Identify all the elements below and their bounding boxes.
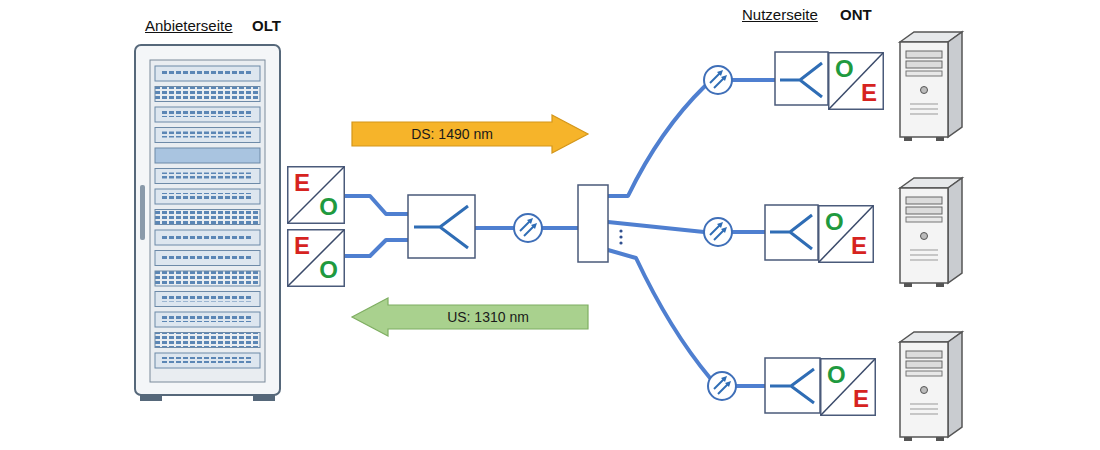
arrow-body [352,298,588,336]
amplifier-symbol [708,372,736,400]
converter-box: EO [287,166,345,224]
converter-diagonal [288,167,344,223]
converter-letter: O [319,195,338,219]
port-row [162,70,252,76]
fiber [542,226,578,230]
olt-rack [135,45,280,401]
converter-diagonal [819,206,873,262]
rack-housing [135,45,280,395]
device-name: OLT [252,17,281,34]
converter-diagonal [829,53,883,109]
converter-letter: O [827,363,846,387]
rack-panel [155,66,260,81]
ont-wdm [765,358,820,413]
rack-frame [150,60,265,382]
rack-panel [155,210,260,225]
arrow-label-area: US: 1310 nm [352,298,588,336]
rack-panel [155,271,260,286]
rack-foot [140,395,162,401]
port-row [162,234,252,240]
converter-box: OE [828,52,884,110]
rack-panel [155,251,260,266]
fiber [736,384,765,388]
converter-letter: O [319,258,338,282]
amplifier-symbol [704,66,732,94]
fiber [608,86,705,196]
converter-border [288,230,345,287]
rack-panel [155,87,260,102]
arrow-label-area: DS: 1490 nm [352,115,588,153]
converter-box: OE [818,205,874,263]
fiber [732,230,765,234]
fiber [345,240,408,256]
converter-diagonal [288,230,344,286]
computer-tower [900,32,962,141]
converter-letter: E [861,81,877,105]
rack-handle [140,185,145,240]
converter-letter: E [853,387,869,411]
signal-arrow: DS: 1490 nm [352,115,588,153]
computer-tower [900,332,962,441]
converter-border [819,206,874,263]
amplifier-symbol [704,218,732,246]
rack-panel [155,292,260,307]
rack-panel [155,148,260,163]
port-row [162,296,252,302]
splitter [578,185,623,262]
rack-foot [253,395,275,401]
device-name: ONT [840,6,872,23]
fiber [608,222,704,232]
port-row [162,173,252,179]
port-row [162,193,252,199]
port-row [162,132,252,138]
converter-border [821,359,876,416]
converter-box: OE [820,358,876,416]
fiber [732,78,775,82]
side-heading: Anbieterseite [145,17,233,34]
rack-panels [155,66,260,368]
rack-panel [155,230,260,245]
rack-panel [155,169,260,184]
ont-wdm [775,52,828,105]
converter-border [288,167,345,224]
fiber [475,226,514,230]
converter-letter: O [825,210,844,234]
converter-border [829,53,884,110]
fiber [345,196,408,214]
signal-arrow: US: 1310 nm [352,298,588,336]
port-row [162,111,252,117]
converter-letter: O [835,57,854,81]
side-heading: Nutzerseite [742,6,818,23]
rack-panel [155,312,260,327]
signal-label: DS: 1490 nm [411,126,493,142]
signal-label: US: 1310 nm [447,309,529,325]
rack-panel [155,189,260,204]
converter-diagonal [821,359,875,415]
fiber [608,250,710,378]
converter-box: EO [287,229,345,287]
rack-panel [155,107,260,122]
converter-letter: E [294,171,310,195]
ont-wdm [765,205,818,260]
wdm-coupler [408,195,475,258]
port-row [162,357,252,363]
arrow-body [352,115,588,153]
port-row [162,255,252,261]
rack-panel [155,128,260,143]
amplifier-symbol [514,214,542,242]
fibers [345,80,775,386]
converter-letter: E [851,234,867,258]
port-row [162,316,252,322]
computer-tower [900,178,962,287]
converter-letter: E [294,234,310,258]
rack-panel [155,333,260,348]
rack-panel [155,353,260,368]
